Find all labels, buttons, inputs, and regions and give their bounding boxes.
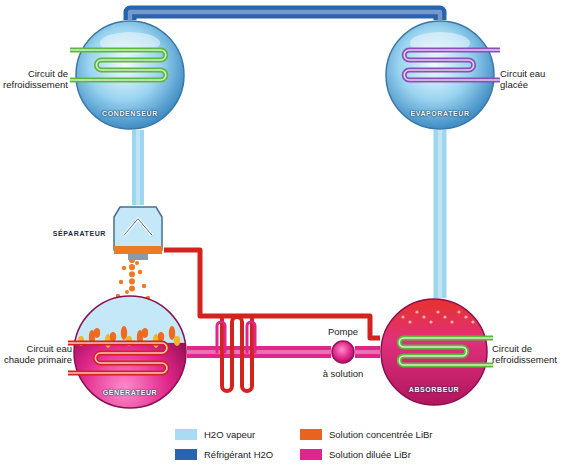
legend-text: Solution diluée LiBr	[329, 449, 411, 460]
exchanger-coil	[217, 322, 225, 352]
circuit-label: Circuit eau chaude primaire	[2, 343, 72, 366]
pipe-highlight	[130, 12, 440, 20]
dilute-solution	[73, 343, 187, 457]
absorber-fill	[380, 298, 488, 406]
solution-pump: Pompeà solution	[331, 340, 355, 364]
pipe	[355, 346, 380, 358]
boiling-flame	[94, 328, 100, 338]
generator-fill	[73, 295, 187, 457]
circuit-label: Circuit de refroidissement	[492, 343, 564, 366]
drop	[135, 261, 139, 265]
absorbed-drop	[408, 320, 411, 323]
coil-highlight	[404, 50, 500, 80]
vessel-name: ABSORBEUR	[380, 386, 488, 393]
coil-highlight	[399, 338, 493, 365]
vessel-name: EVAPORATEUR	[385, 110, 495, 117]
legend-text: Réfrigérant H2O	[204, 449, 273, 460]
pump-label: à solution	[323, 368, 364, 379]
absorbed-drop	[429, 320, 432, 323]
generator-vessel: GÉNÉRATEUR	[73, 295, 187, 409]
legend-text: H2O vapeur	[204, 429, 255, 440]
legend-swatch	[175, 449, 197, 460]
absorbed-drop	[401, 315, 404, 318]
pipe	[187, 346, 331, 358]
coil-highlight	[70, 50, 166, 80]
drop	[138, 270, 142, 274]
pipe	[164, 250, 380, 338]
pipe-highlight	[438, 130, 442, 298]
vessel-name: GÉNÉRATEUR	[73, 389, 187, 396]
legend-text: Solution concentrée LiBr	[329, 429, 433, 440]
separator-outlet	[128, 254, 148, 260]
absorbed-drop	[450, 320, 453, 323]
legend-row: Réfrigérant H2O	[175, 447, 273, 461]
absorbed-drop	[415, 310, 418, 313]
solution-pump-shape	[331, 340, 355, 364]
pipe	[132, 130, 144, 205]
pipe-highlight	[187, 350, 331, 354]
legend-swatch	[300, 449, 322, 460]
vessel-name: CONDENSEUR	[75, 110, 185, 117]
separator-vessel-shape	[112, 205, 164, 260]
separator-body	[114, 207, 162, 250]
pump-label: Pompe	[328, 326, 358, 337]
coil	[404, 50, 500, 80]
legend-row: Solution diluée LiBr	[300, 447, 411, 461]
coil	[68, 343, 167, 373]
exchanger-coil	[247, 322, 255, 352]
drop	[142, 284, 146, 288]
pipe	[130, 12, 440, 20]
boiling-flame	[158, 332, 164, 342]
vessel-name: SÉPARATEUR	[53, 229, 106, 236]
legend-row: H2O vapeur	[175, 427, 255, 441]
pipe	[434, 130, 447, 298]
heat-exchanger	[217, 316, 255, 391]
coil-highlight	[68, 343, 167, 373]
absorbed-drop	[471, 320, 474, 323]
boiling-flame	[169, 326, 175, 340]
coil	[70, 50, 166, 80]
absorbed-drop	[464, 315, 467, 318]
pump-body	[332, 341, 354, 363]
drop	[125, 290, 129, 294]
circuit-label: Circuit de refroidissement	[2, 68, 68, 91]
legend-row: Solution concentrée LiBr	[300, 427, 433, 441]
pipe-highlight	[355, 350, 380, 354]
solution	[380, 298, 488, 406]
separator-vessel: SÉPARATEUR	[112, 205, 164, 260]
vessel-sphere	[381, 299, 487, 405]
absorbed-drop	[436, 310, 439, 313]
spray-drops	[116, 261, 150, 300]
absorbed-drop	[443, 315, 446, 318]
legend-swatch	[300, 429, 322, 440]
condenser-vessel: CONDENSEUR	[75, 20, 185, 130]
legend-swatch	[175, 429, 197, 440]
boiling-flame	[121, 326, 127, 340]
boiling-flame	[174, 336, 180, 346]
boiling-flame	[110, 332, 116, 342]
separator-baffle	[124, 219, 152, 236]
evaporator-vessel: EVAPORATEUR	[385, 20, 495, 130]
absorber-vessel: ABSORBEUR	[380, 298, 488, 406]
separator-liquid	[114, 246, 162, 254]
circuit-label: Circuit eau glacée	[500, 68, 564, 91]
drop	[119, 280, 123, 284]
boiling-flame	[142, 328, 148, 338]
pipe-highlight	[136, 130, 140, 205]
separator-baffle-edge	[124, 219, 152, 236]
drop	[122, 266, 126, 270]
pipe	[129, 260, 135, 295]
absorbed-drop	[422, 315, 425, 318]
coil	[399, 338, 493, 365]
absorbed-drop	[457, 310, 460, 313]
